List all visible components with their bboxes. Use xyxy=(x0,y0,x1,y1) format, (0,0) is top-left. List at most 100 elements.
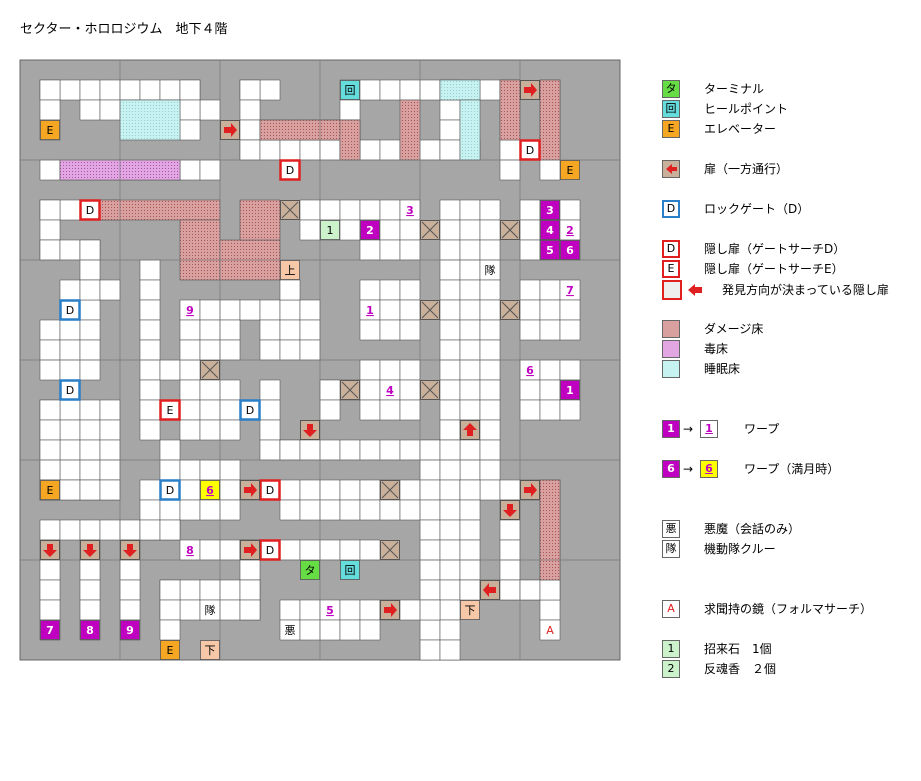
floor-cell xyxy=(259,299,281,321)
floor-cell xyxy=(379,239,401,261)
floor-cell xyxy=(339,199,361,221)
floor-cell xyxy=(159,79,181,101)
floor-cell xyxy=(499,139,521,161)
floor-cell xyxy=(39,319,61,341)
hidden-door-d-label: D xyxy=(86,204,94,217)
floor-cell xyxy=(239,579,261,601)
floor-cell xyxy=(439,319,461,341)
floor-cell xyxy=(379,279,401,301)
floor-cell xyxy=(459,219,481,241)
door-cross xyxy=(381,541,399,559)
floor-cell xyxy=(379,319,401,341)
floor-cell xyxy=(39,459,61,481)
sleep-floor xyxy=(119,99,181,141)
warp-moon-dest-cell xyxy=(200,480,220,500)
floor-cell xyxy=(219,299,241,321)
floor-cell xyxy=(479,439,501,461)
floor-cell xyxy=(459,559,481,581)
stairs-down-cell xyxy=(460,600,480,620)
hidden-door-e-label: E xyxy=(167,404,174,417)
floor-cell xyxy=(359,619,381,641)
floor-cell xyxy=(79,419,101,441)
floor-cell xyxy=(359,439,381,461)
warp-dest-label: 1 xyxy=(366,304,374,317)
floor-cell xyxy=(159,499,181,521)
floor-cell xyxy=(239,79,261,101)
floor-cell xyxy=(179,419,201,441)
warp-dest-label: 7 xyxy=(566,284,574,297)
floor-cell xyxy=(539,399,561,421)
hidden-door-d xyxy=(279,159,301,181)
warp-source-cell xyxy=(560,240,580,260)
floor-cell xyxy=(519,299,541,321)
floor-cell xyxy=(139,419,161,441)
floor-cell xyxy=(339,99,361,121)
damage-floor xyxy=(99,199,221,221)
floor-cell xyxy=(79,459,101,481)
floor-cell xyxy=(459,299,481,321)
floor-cell xyxy=(479,339,501,361)
floor-cell xyxy=(79,439,101,461)
floor-cell xyxy=(39,99,61,121)
floor-cell xyxy=(79,79,101,101)
floor-cell xyxy=(259,339,281,361)
floor-cell xyxy=(339,219,361,241)
floor-cell xyxy=(399,279,421,301)
floor-cell xyxy=(379,499,401,521)
floor-cell xyxy=(259,139,281,161)
floor-cell xyxy=(459,479,481,501)
warp-dest-label: 9 xyxy=(186,304,194,317)
floor-cell xyxy=(359,479,381,501)
floor-cell xyxy=(359,539,381,561)
warp-source-cell xyxy=(540,220,560,240)
floor-cell xyxy=(39,399,61,421)
floor-cell xyxy=(239,139,261,161)
door-cross xyxy=(501,221,519,239)
floor-cell xyxy=(519,279,541,301)
warp-source-cell-label: 7 xyxy=(46,624,54,637)
floor-cell xyxy=(539,299,561,321)
floor-cell xyxy=(39,199,61,221)
floor-cell xyxy=(79,339,101,361)
floor-cell xyxy=(119,559,141,581)
floor-cell xyxy=(419,599,441,621)
floor-cell xyxy=(479,299,501,321)
floor-cell xyxy=(99,279,121,301)
floor-cell xyxy=(79,239,101,261)
floor-cell xyxy=(439,539,461,561)
stairs-up-cell xyxy=(280,260,300,280)
floor-cell xyxy=(59,439,81,461)
floor-cell xyxy=(539,359,561,381)
floor-cell xyxy=(39,239,61,261)
floor-cell xyxy=(479,479,501,501)
floor-cell xyxy=(559,359,581,381)
warp-source-cell-label: 3 xyxy=(546,204,554,217)
floor-cell xyxy=(419,499,441,521)
floor-cell xyxy=(159,579,181,601)
warp-source-cell xyxy=(120,620,140,640)
floor-cell xyxy=(139,279,161,301)
floor-cell xyxy=(399,479,421,501)
floor-cell xyxy=(239,559,261,581)
damage-floor xyxy=(399,99,421,161)
hidden-door-d-label: D xyxy=(526,144,534,157)
floor-cell xyxy=(219,459,241,481)
floor-cell xyxy=(299,439,321,461)
floor-cell xyxy=(79,579,101,601)
floor-cell xyxy=(399,439,421,461)
floor-cell xyxy=(179,159,201,181)
floor-cell xyxy=(59,479,81,501)
floor-cell xyxy=(419,479,441,501)
floor-cell xyxy=(59,279,81,301)
elevator-cell xyxy=(160,640,180,660)
floor-cell xyxy=(539,379,561,401)
elevator-cell-label: E xyxy=(47,124,54,137)
arrow-down-icon xyxy=(123,544,137,557)
floor-cell xyxy=(399,499,421,521)
floor-cell xyxy=(359,279,381,301)
map-title: セクター・ホロロジウム 地下４階 xyxy=(20,22,228,37)
lockgate-cell-label: D xyxy=(246,404,254,417)
floor-cell xyxy=(159,439,181,461)
floor-cell xyxy=(159,599,181,621)
floor-cell xyxy=(439,439,461,461)
